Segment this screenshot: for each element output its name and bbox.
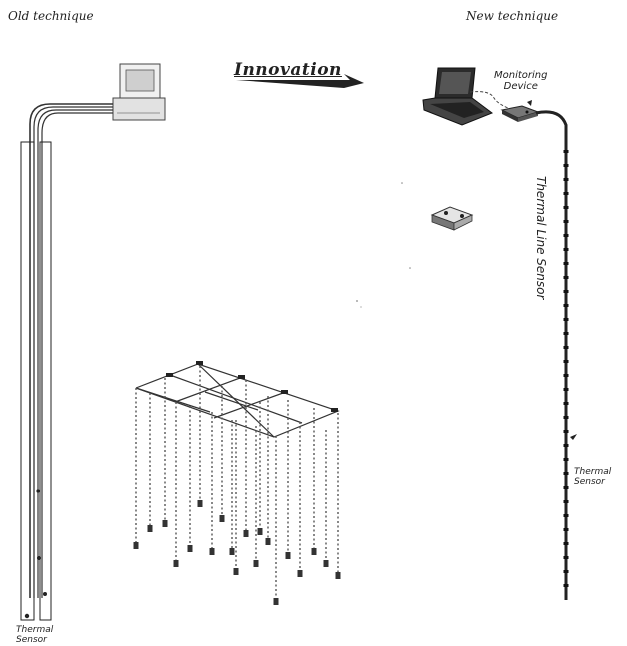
line-sensor-node	[563, 416, 569, 419]
chain-end-weight	[197, 500, 203, 507]
chain-end-weight	[147, 525, 153, 532]
line-sensor-node	[563, 444, 569, 447]
line-sensor-node	[563, 542, 569, 545]
sensor-grid-structure	[135, 361, 340, 438]
line-sensor-node	[563, 192, 569, 195]
thermal-line-sensor-label: Thermal Line Sensor	[534, 176, 548, 300]
line-sensor-node	[563, 318, 569, 321]
line-sensor-node	[563, 430, 569, 433]
line-sensor-node	[563, 472, 569, 475]
thermal-sensor-label-right: Thermal Sensor	[574, 467, 611, 487]
chain-end-weight	[173, 560, 179, 567]
line-sensor-node	[563, 500, 569, 503]
line-sensor-node	[563, 248, 569, 251]
line-sensor-node	[563, 346, 569, 349]
line-sensor-node	[563, 402, 569, 405]
monitoring-label-line2: Device	[503, 81, 538, 92]
chain-end-weight	[219, 515, 225, 522]
laptop-cable	[469, 91, 509, 109]
line-sensor-nodes	[563, 150, 569, 587]
line-sensor-node	[563, 206, 569, 209]
chain-end-weight	[335, 572, 341, 579]
chain-end-weight	[265, 538, 271, 545]
line-sensor-node	[563, 276, 569, 279]
line-sensor-node	[563, 458, 569, 461]
chain-end-weight	[162, 520, 168, 527]
chain-end-weight	[285, 552, 291, 559]
chain-end-weight	[243, 530, 249, 537]
line-sensor-node	[563, 234, 569, 237]
new-technique-title: New technique	[466, 9, 559, 23]
line-sensor-node	[563, 374, 569, 377]
line-sensor-node	[563, 150, 569, 153]
line-sensor-node	[563, 332, 569, 335]
chain-end-weight	[273, 598, 279, 605]
thermal-left-line2: Sensor	[16, 635, 47, 645]
laptop-icon	[422, 67, 494, 126]
chain-end-weight	[133, 542, 139, 549]
line-sensor-node	[563, 290, 569, 293]
line-sensor-node	[563, 220, 569, 223]
chain-end-weight	[187, 545, 193, 552]
old-sensor-cables	[29, 103, 113, 598]
line-sensor-node	[563, 178, 569, 181]
old-sensor-pipes	[20, 141, 52, 621]
line-sensor-node	[563, 486, 569, 489]
line-sensor-node	[563, 304, 569, 307]
desktop-computer-icon	[112, 63, 166, 121]
thermal-right-line2: Sensor	[574, 477, 605, 487]
chain-end-weight	[233, 568, 239, 575]
line-sensor-cable	[535, 110, 568, 600]
thermal-sensor-pointer	[570, 434, 577, 440]
line-sensor-node	[563, 528, 569, 531]
old-technique-title: Old technique	[8, 9, 94, 23]
thermal-right-line1: Thermal	[574, 467, 612, 477]
chain-end-weight	[253, 560, 259, 567]
chain-end-weight	[257, 528, 263, 535]
line-sensor-node	[563, 570, 569, 573]
arrow-right-icon	[236, 74, 364, 88]
chain-end-weight	[297, 570, 303, 577]
line-sensor-node	[563, 360, 569, 363]
scatter-specks	[356, 182, 411, 308]
line-sensor-node	[563, 556, 569, 559]
thermal-sensor-label-left: Thermal Sensor	[16, 625, 53, 645]
old-sensor-points	[24, 489, 47, 619]
sensor-module-icon	[430, 206, 474, 231]
line-sensor-node	[563, 164, 569, 167]
monitoring-device-icon	[500, 100, 540, 122]
line-sensor-node	[563, 514, 569, 517]
line-sensor-node	[563, 262, 569, 265]
grid-hanging-sensors	[133, 366, 341, 605]
line-sensor-node	[563, 584, 569, 587]
chain-end-weight	[311, 548, 317, 555]
chain-end-weight	[229, 548, 235, 555]
thermal-left-line1: Thermal	[16, 625, 54, 635]
line-sensor-node	[563, 388, 569, 391]
monitoring-device-label: Monitoring Device	[494, 70, 547, 92]
chain-end-weight	[209, 548, 215, 555]
chain-end-weight	[323, 560, 329, 567]
monitoring-label-line1: Monitoring	[494, 70, 548, 81]
innovation-label: Innovation	[234, 60, 342, 80]
